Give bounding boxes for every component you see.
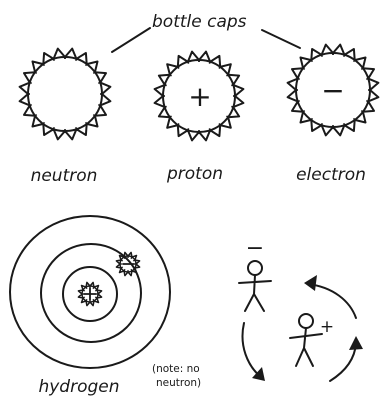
electron-stick-figure: − [239,236,271,311]
neutron-label: neutron [31,166,98,186]
proton-label: proton [166,164,223,184]
hydrogen-label: hydrogen [38,377,119,397]
electron-figure-minus-sign: − [246,236,264,261]
proton-stick-figure: + [290,314,334,366]
note-line-2: neutron) [156,377,201,389]
electron-sign: − [321,74,344,107]
electron-label: electron [296,165,366,185]
proton-figure-plus-sign: + [320,317,334,337]
note-line-1: (note: no [152,363,200,375]
middle-orbit [41,244,141,342]
nucleus-plus-sign [84,288,96,300]
bottle-caps-label: bottle caps [152,12,247,32]
neutron-cap [20,49,111,140]
top-arrow [304,275,356,318]
leader-line-left [112,28,150,52]
leader-line-right [262,30,300,48]
left-arrow [243,323,265,381]
right-arrow [330,336,363,381]
proton-sign: + [188,80,211,113]
